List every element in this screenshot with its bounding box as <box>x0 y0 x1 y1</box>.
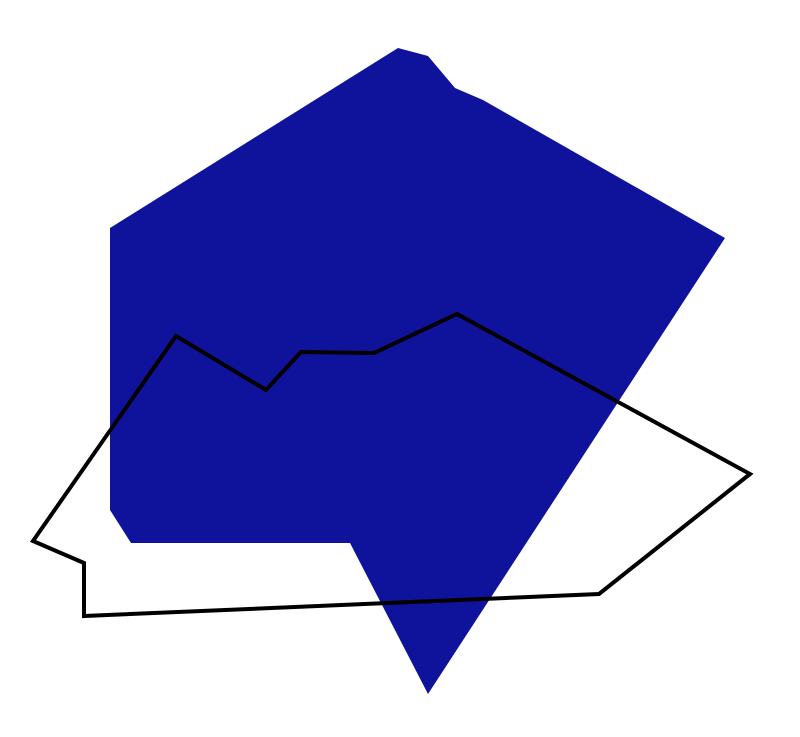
outlined-black-polygon <box>29 311 754 619</box>
filled-blue-polygon <box>110 48 725 694</box>
